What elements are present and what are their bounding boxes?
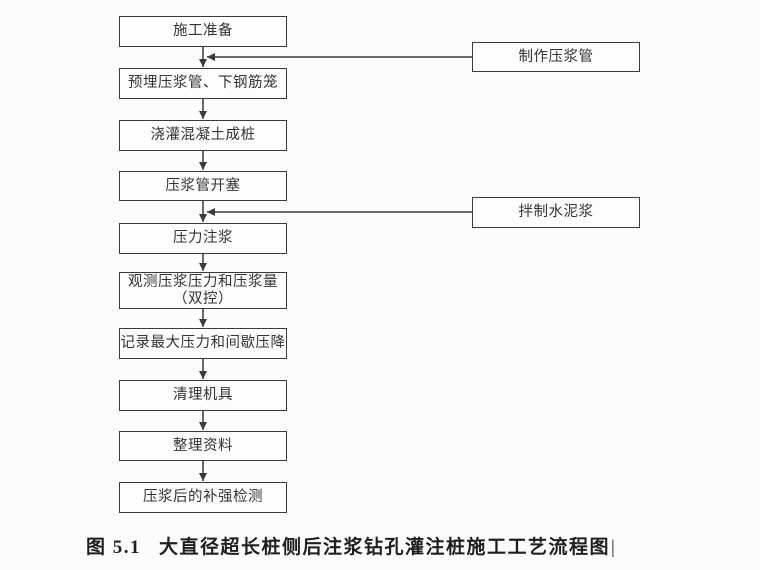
flow-step-label: 整理资料	[173, 437, 233, 454]
flow-step-label: 浇灌混凝土成桩	[150, 127, 256, 143]
flow-step-label: 记录最大压力和间歇压降	[120, 335, 286, 351]
figure-caption-title: 大直径超长桩侧后注浆钻孔灌注桩施工工艺流程图	[159, 537, 611, 558]
figure-caption-number: 图 5.1	[86, 537, 142, 558]
flow-step-label: 清理机具	[173, 387, 233, 403]
flow-step-label: 压力注浆	[173, 230, 233, 246]
flow-step-organize-data: 整理资料	[119, 431, 287, 461]
flow-step-label: 施工准备	[173, 23, 233, 39]
flow-step-clean-equipment: 清理机具	[119, 380, 287, 411]
flow-step-open-pipe-plug: 压浆管开塞	[119, 171, 287, 201]
flow-step-reinforce-testing: 压浆后的补强检测	[119, 482, 287, 513]
flow-step-record-pressure: 记录最大压力和间歇压降	[119, 328, 287, 359]
flow-step-label: 观测压浆压力和压浆量	[128, 273, 278, 290]
flow-step-label-line2: （双控）	[173, 290, 233, 307]
flow-step-monitor-pressure: 观测压浆压力和压浆量 （双控）	[119, 272, 287, 309]
flow-step-label: 压浆后的补强检测	[143, 489, 263, 505]
figure-caption: 图 5.1 大直径超长桩侧后注浆钻孔灌注桩施工工艺流程图|	[86, 535, 616, 561]
flow-step-label: 预埋压浆管、下钢筋笼	[128, 75, 278, 91]
flow-step-pour-concrete: 浇灌混凝土成桩	[119, 120, 287, 151]
flow-step-embed-grout-pipe: 预埋压浆管、下钢筋笼	[119, 68, 287, 99]
flow-step-label: 压浆管开塞	[165, 177, 241, 194]
flow-step-construction-prep: 施工准备	[119, 16, 287, 47]
side-input-mix-cement-slurry: 拌制水泥浆	[472, 197, 640, 228]
side-input-label: 拌制水泥浆	[518, 204, 594, 220]
flow-step-pressure-grouting: 压力注浆	[119, 223, 287, 254]
side-input-label: 制作压浆管	[518, 48, 594, 65]
side-input-make-grout-pipe: 制作压浆管	[472, 42, 640, 72]
text-cursor: |	[611, 537, 617, 558]
